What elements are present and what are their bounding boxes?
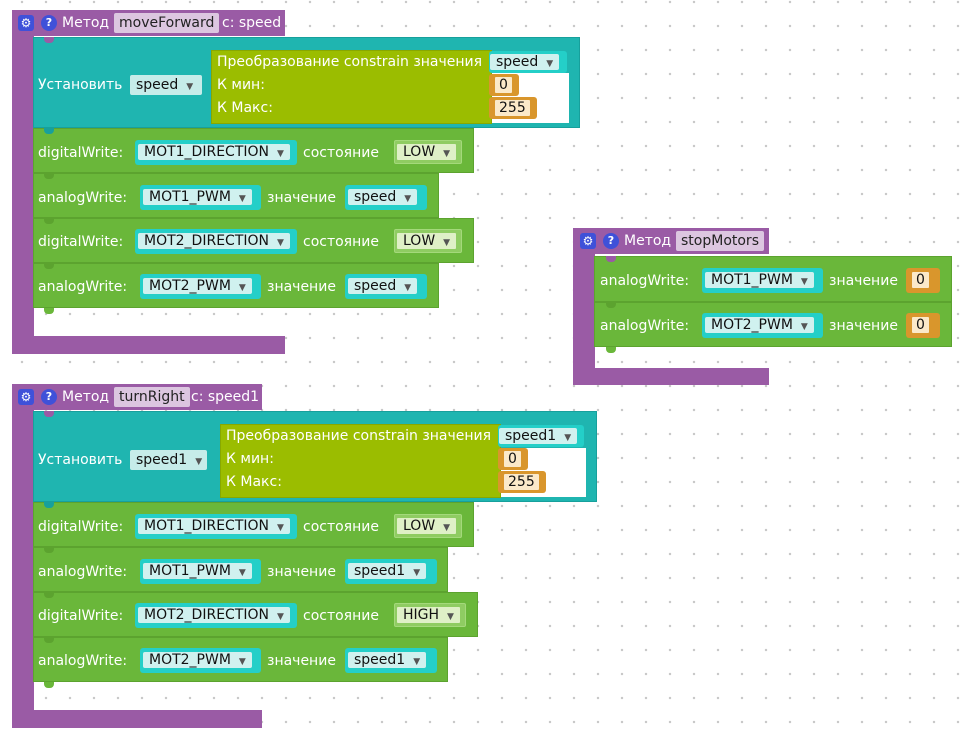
state-dropdown[interactable]: LOW▼ (394, 514, 462, 538)
row-label: analogWrite: (38, 653, 128, 669)
method-name-field[interactable]: moveForward (114, 13, 220, 33)
arg-label: значение (267, 653, 336, 669)
set-label: Установить (38, 77, 123, 93)
value-dropdown[interactable]: speed1▼ (345, 559, 437, 584)
pin-dropdown[interactable]: MOT1_DIRECTION▼ (135, 514, 297, 539)
method-spine (573, 254, 595, 385)
value-dropdown[interactable]: speed▼ (345, 185, 427, 210)
constrain-label: Преобразование constrain значения (226, 428, 492, 444)
max-number[interactable]: 255 (489, 97, 537, 119)
value-dropdown[interactable]: speed▼ (345, 274, 427, 299)
method-name-field[interactable]: stopMotors (676, 231, 764, 251)
pin-dropdown[interactable]: MOT1_PWM▼ (140, 185, 261, 210)
method-label: Метод (62, 15, 110, 31)
row-label: digitalWrite: (38, 608, 124, 624)
max-label: К Макс: (217, 100, 273, 116)
gear-icon[interactable]: ⚙ (18, 389, 34, 405)
min-number[interactable]: 0 (489, 74, 519, 96)
row-label: digitalWrite: (38, 145, 124, 161)
constrain-var-dropdown[interactable]: speed1▼ (498, 425, 584, 447)
arg-label: значение (829, 273, 898, 289)
arg-label: состояние (303, 519, 379, 535)
pin-dropdown[interactable]: MOT2_DIRECTION▼ (135, 229, 297, 254)
arg-label: значение (267, 190, 336, 206)
pin-dropdown[interactable]: MOT2_PWM▼ (140, 274, 261, 299)
arg-label: состояние (303, 145, 379, 161)
gear-icon[interactable]: ⚙ (18, 15, 34, 31)
row-label: digitalWrite: (38, 234, 124, 250)
pin-dropdown[interactable]: MOT2_PWM▼ (140, 648, 261, 673)
row-label: analogWrite: (600, 318, 690, 334)
state-dropdown[interactable]: LOW▼ (394, 229, 462, 253)
value-number[interactable]: 0 (906, 313, 940, 338)
method-label: Метод (62, 389, 110, 405)
row-label: analogWrite: (38, 279, 128, 295)
method-label: Метод (624, 233, 672, 249)
method-footer (573, 368, 769, 385)
arg-label: значение (829, 318, 898, 334)
arg-label: значение (267, 564, 336, 580)
method-params: с: speed (222, 15, 282, 31)
row-label: analogWrite: (38, 564, 128, 580)
help-icon[interactable]: ? (41, 15, 57, 31)
min-label: К мин: (226, 451, 274, 467)
set-variable-dropdown[interactable]: speed1▼ (130, 450, 207, 470)
set-label: Установить (38, 452, 123, 468)
constrain-label: Преобразование constrain значения (217, 54, 483, 70)
constrain-block[interactable] (211, 50, 492, 124)
arg-label: состояние (303, 608, 379, 624)
row-label: analogWrite: (38, 190, 128, 206)
pin-dropdown[interactable]: MOT1_PWM▼ (140, 559, 261, 584)
pin-dropdown[interactable]: MOT1_PWM▼ (702, 268, 823, 293)
method-spine (12, 36, 34, 354)
help-icon[interactable]: ? (603, 233, 619, 249)
method-footer (12, 710, 262, 728)
state-dropdown[interactable]: HIGH▼ (394, 603, 466, 627)
pin-dropdown[interactable]: MOT2_PWM▼ (702, 313, 823, 338)
max-label: К Макс: (226, 474, 282, 490)
row-label: digitalWrite: (38, 519, 124, 535)
min-number[interactable]: 0 (498, 448, 528, 470)
method-params: с: speed1 (191, 389, 260, 405)
digitalwrite-block[interactable] (33, 502, 474, 547)
constrain-var-dropdown[interactable]: speed▼ (489, 51, 567, 73)
state-dropdown[interactable]: LOW▼ (394, 140, 462, 164)
value-dropdown[interactable]: speed1▼ (345, 648, 437, 673)
gear-icon[interactable]: ⚙ (580, 233, 596, 249)
method-name-field[interactable]: turnRight (114, 387, 190, 407)
method-spine (12, 410, 34, 728)
method-footer (12, 336, 285, 354)
max-number[interactable]: 255 (498, 471, 546, 493)
arg-label: состояние (303, 234, 379, 250)
pin-dropdown[interactable]: MOT2_DIRECTION▼ (135, 603, 297, 628)
min-label: К мин: (217, 77, 265, 93)
arg-label: значение (267, 279, 336, 295)
value-number[interactable]: 0 (906, 268, 940, 293)
row-label: analogWrite: (600, 273, 690, 289)
set-variable-dropdown[interactable]: speed▼ (130, 75, 202, 95)
help-icon[interactable]: ? (41, 389, 57, 405)
pin-dropdown[interactable]: MOT1_DIRECTION▼ (135, 140, 297, 165)
